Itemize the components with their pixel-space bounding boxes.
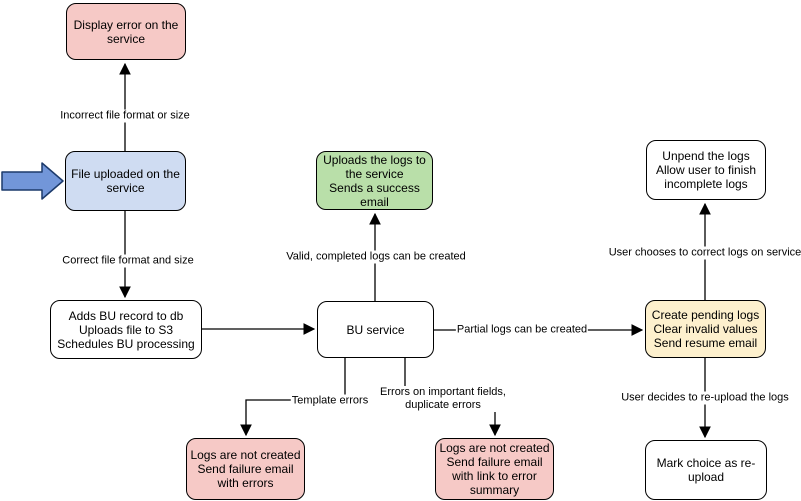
edge-label-field-errors: Errors on important fields, duplicate er… (379, 386, 507, 412)
node-text-line: File uploaded on the (71, 167, 180, 181)
node-text-line: Allow user to finish (655, 163, 757, 177)
node-text-line: the service (345, 166, 404, 181)
node-uploads-logs-success: Uploads the logs to the service Sends a … (316, 151, 433, 210)
node-text-line: Mark choice as re- (656, 456, 756, 470)
node-text-line: email (360, 194, 389, 209)
edge-label-user-reuploads: User decides to re-upload the logs (620, 391, 790, 405)
entry-arrow-icon (1, 162, 64, 200)
edge-label-valid-logs: Valid, completed logs can be created (285, 250, 467, 264)
node-text-line: Clear invalid values (653, 322, 758, 336)
node-text-line: Schedules BU processing (57, 336, 195, 351)
node-display-error: Display error on the service (66, 3, 186, 60)
node-text-line: service (106, 181, 145, 195)
node-text-line: Send failure email (197, 462, 294, 476)
node-file-uploaded: File uploaded on the service (65, 151, 186, 211)
node-text-line: Adds BU record to db (68, 308, 184, 323)
node-text-line: service (106, 31, 145, 46)
node-text-line: upload (687, 470, 725, 484)
node-text-line: with link to error (452, 469, 537, 483)
node-text-line: Display error on the (73, 17, 179, 32)
node-fail-template-errors: Logs are not created Send failure email … (186, 438, 305, 500)
node-text-line: Logs are not created (190, 448, 301, 462)
edge-label-incorrect-format: Incorrect file format or size (59, 109, 191, 123)
node-text-line: Uploads file to S3 (78, 322, 174, 337)
node-text-line: Unpend the logs (662, 149, 750, 163)
node-text-line: Logs are not created (439, 441, 550, 455)
edge-label-correct-format: Correct file format and size (61, 254, 195, 268)
edge-label-line: Errors on important fields, (380, 386, 506, 398)
edge-label-template-errors: Template errors (290, 394, 370, 408)
edge-label-partial-logs: Partial logs can be created (455, 323, 589, 337)
node-text-line: incomplete logs (664, 177, 748, 191)
node-unpend-logs: Unpend the logs Allow user to finish inc… (646, 140, 766, 200)
node-text-line: Uploads the logs to (323, 152, 426, 167)
node-text-line: Send resume email (653, 336, 758, 350)
node-mark-choice-reupload: Mark choice as re- upload (645, 440, 767, 500)
node-text-line: Create pending logs (651, 308, 760, 322)
node-text-line: Sends a success (329, 180, 420, 195)
edge-label-line: duplicate errors (405, 399, 481, 411)
node-text-line: Send failure email (446, 455, 543, 469)
node-text-line: with errors (217, 476, 274, 490)
node-text-line: summary (469, 483, 520, 497)
node-adds-bu-record: Adds BU record to db Uploads file to S3 … (50, 300, 202, 359)
node-bu-service: BU service (317, 301, 434, 358)
edge-label-user-corrects: User chooses to correct logs on service (607, 246, 801, 260)
node-text-line: BU service (346, 322, 405, 337)
node-create-pending-logs: Create pending logs Clear invalid values… (645, 300, 766, 358)
node-fail-field-errors: Logs are not created Send failure email … (435, 438, 554, 500)
